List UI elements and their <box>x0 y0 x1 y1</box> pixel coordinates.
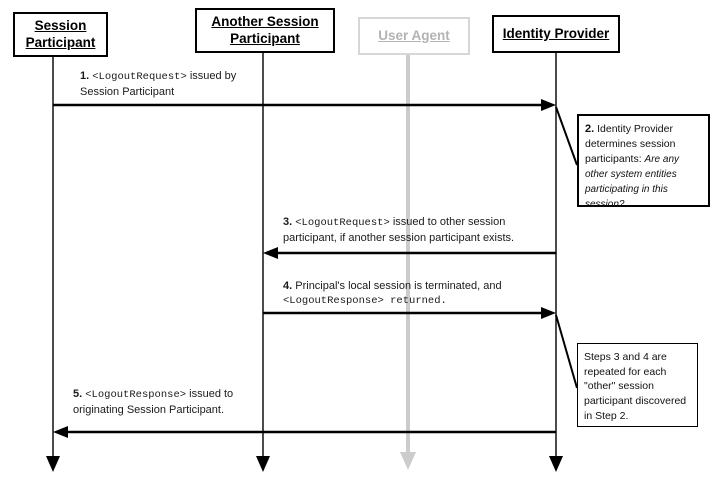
message-3-number: 3. <box>283 216 293 228</box>
message-5-arrowhead <box>53 426 68 438</box>
actor-session-participant: Session Participant <box>13 12 108 57</box>
message-3-element: <LogoutRequest> <box>295 217 390 229</box>
message-4-arrowhead <box>541 307 556 319</box>
note-steps-repeated: Steps 3 and 4 are repeated for each "oth… <box>577 343 698 427</box>
note-determine-question: Are any other system entities participat… <box>585 154 680 211</box>
note-identity-provider-determines: 2. Identity Provider determines session … <box>577 114 710 211</box>
message-1-number: 1. <box>80 70 90 82</box>
lifeline-end-arrow-another-session-participant <box>256 456 270 472</box>
actor-identity-provider-label: Identity Provider <box>502 25 610 41</box>
actor-user-agent: User Agent <box>358 17 470 55</box>
note-connector-repeat <box>555 314 578 389</box>
note-determine-text: Identity Provider determines session par… <box>585 123 676 166</box>
note-repeat-text: Steps 3 and 4 are repeated for each "oth… <box>584 351 687 422</box>
message-1-text: issued by Session Participant <box>80 70 237 98</box>
message-1-arrowhead <box>541 99 556 111</box>
message-3-text: issued to other session participant, if … <box>283 216 515 244</box>
lifeline-end-arrow-user-agent <box>400 452 416 470</box>
note-connector-determine <box>555 106 578 166</box>
message-3-arrowhead <box>263 247 278 259</box>
message-4-text: Principal's local session is terminated,… <box>295 280 502 292</box>
message-3-label: 3. <LogoutRequest> issued to other sessi… <box>283 215 533 245</box>
actor-another-session-participant-label: Another Session Participant <box>211 13 319 46</box>
message-4-element: <LogoutResponse> returned. <box>283 295 447 308</box>
message-5-text: issued to originating Session Participan… <box>73 388 234 416</box>
actor-another-session-participant: Another Session Participant <box>195 8 335 53</box>
message-5-element: <LogoutResponse> <box>85 389 187 401</box>
message-4-label: 4. Principal's local session is terminat… <box>283 279 545 309</box>
actor-identity-provider: Identity Provider <box>492 15 620 53</box>
actor-user-agent-label: User Agent <box>378 27 450 43</box>
lifeline-end-arrow-session-participant <box>46 456 60 472</box>
message-5-number: 5. <box>73 388 83 400</box>
message-5-label: 5. <LogoutResponse> issued to originatin… <box>73 387 268 417</box>
lifeline-end-arrow-identity-provider <box>549 456 563 472</box>
actor-session-participant-label: Session Participant <box>25 17 96 50</box>
message-4-number: 4. <box>283 280 293 292</box>
note-determine-number: 2. <box>585 123 595 135</box>
message-1-label: 1. <LogoutRequest> issued by Session Par… <box>80 69 265 99</box>
message-1-element: <LogoutRequest> <box>92 71 187 83</box>
